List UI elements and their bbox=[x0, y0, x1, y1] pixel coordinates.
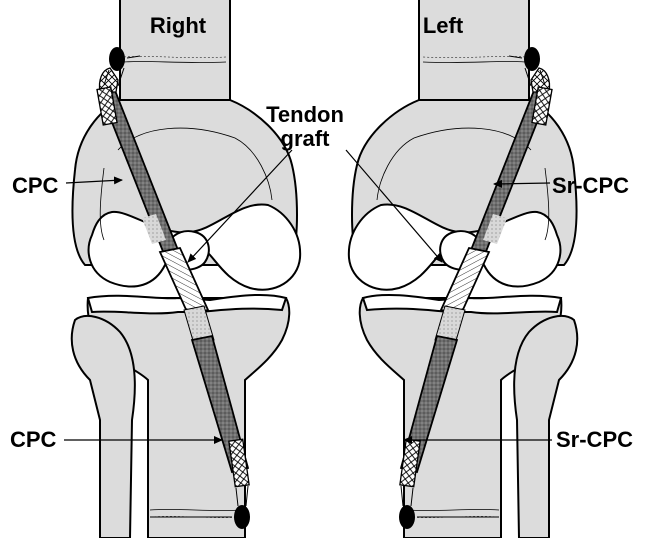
right-upper-cpc-label: CPC bbox=[12, 173, 59, 198]
right-knee bbox=[72, 0, 300, 538]
tendon-graft-label-line1: Tendon bbox=[266, 102, 344, 127]
right-title: Right bbox=[150, 13, 207, 38]
left-knee bbox=[349, 0, 577, 538]
tendon-graft-label-line2: graft bbox=[281, 126, 331, 151]
right-lower-cpc-label: CPC bbox=[10, 427, 57, 452]
left-title: Left bbox=[423, 13, 464, 38]
left-upper-srcpc-label: Sr-CPC bbox=[552, 173, 629, 198]
left-lower-srcpc-label: Sr-CPC bbox=[556, 427, 633, 452]
